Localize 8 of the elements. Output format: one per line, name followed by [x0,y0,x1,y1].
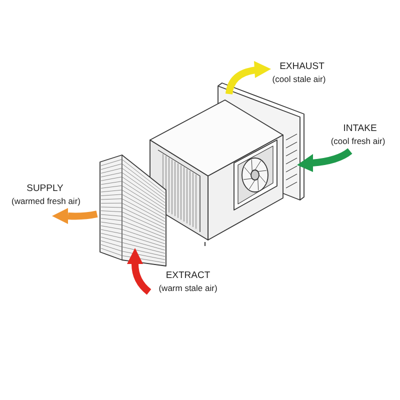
airflow-description: (cool stale air) [272,75,326,84]
airflow-description: (warm stale air) [158,284,218,294]
airflow-label: SUPPLY [26,184,64,194]
airflow-label: INTAKE [343,124,377,134]
airflow-description: (cool fresh air) [330,137,386,146]
airflow-label: EXHAUST [280,62,324,72]
airflow-label: EXTRACT [166,271,210,282]
airflow-description: (warmed fresh air) [12,197,80,206]
